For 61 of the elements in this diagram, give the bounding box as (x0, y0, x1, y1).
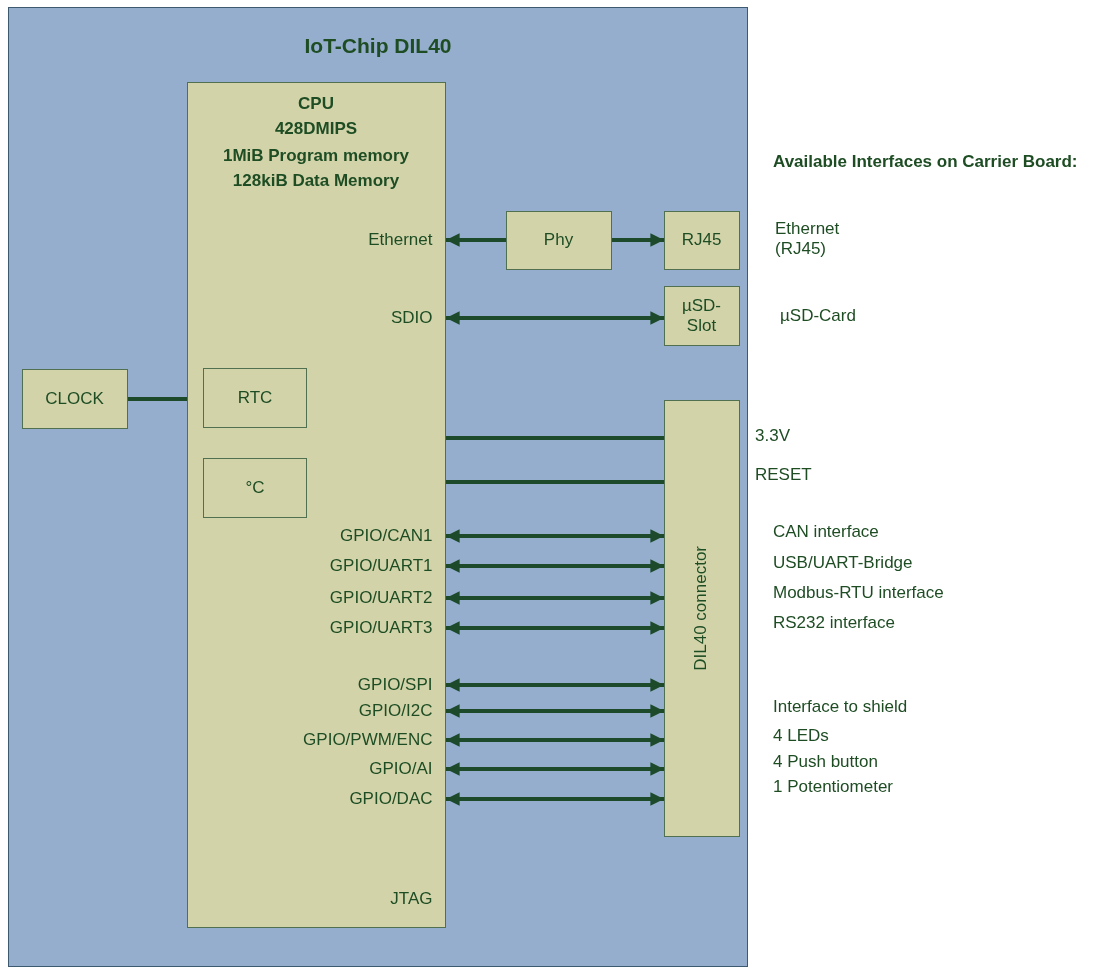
arrow (446, 559, 664, 573)
arrow (446, 733, 664, 747)
section-heading: Available Interfaces on Carrier Board: (773, 152, 1078, 172)
cpu-spec: 428DMIPS (273, 118, 359, 139)
block-label: RTC (237, 388, 273, 408)
arrow (446, 591, 664, 605)
arrow (446, 233, 506, 247)
rtc-block (203, 368, 307, 428)
pin-label: Ethernet (368, 229, 433, 250)
pin-label: GPIO/DAC (349, 788, 433, 809)
temperature-sensor-block (203, 458, 307, 518)
interface-label: Modbus-RTU interface (773, 583, 944, 603)
interface-label: Interface to shield (773, 697, 908, 717)
block-label: µSD-Slot (680, 295, 723, 336)
pin-label: GPIO/UART3 (329, 617, 433, 638)
pin-label: JTAG (390, 888, 433, 909)
interface-label: µSD-Card (780, 306, 856, 326)
card-slot-block (663, 285, 740, 346)
phy-block (505, 210, 612, 270)
interface-label: 3.3V (755, 426, 790, 446)
arrow (446, 762, 664, 776)
arrow (446, 529, 664, 543)
pin-label: GPIO/PWM/ENC (303, 729, 433, 750)
pin-label: SDIO (390, 307, 433, 328)
block-label: DIL40 connector (690, 545, 711, 671)
block-label: RJ45 (681, 230, 722, 250)
block-label: °C (245, 478, 265, 498)
connector-line (128, 397, 187, 401)
interface-label: CAN interface (773, 522, 879, 542)
cpu-spec: CPU (297, 93, 335, 114)
arrow (446, 311, 664, 325)
pin-label: GPIO/UART1 (329, 555, 433, 576)
arrow (446, 621, 664, 635)
block-label: Phy (543, 230, 574, 250)
chip-block (8, 7, 748, 967)
interface-label: 1 Potentiometer (773, 777, 893, 797)
interface-label: USB/UART-Bridge (773, 553, 913, 573)
block-label: CLOCK (45, 388, 104, 409)
arrow (446, 792, 664, 806)
connector-block (663, 399, 740, 837)
pin-label: GPIO/UART2 (329, 587, 433, 608)
pin-label: GPIO/AI (369, 758, 433, 779)
connector-line (446, 436, 664, 440)
arrow (446, 678, 664, 692)
pin-label: GPIO/SPI (357, 674, 433, 695)
interface-label: RS232 interface (773, 613, 895, 633)
interface-label: Ethernet (RJ45) (775, 219, 841, 259)
interface-label: RESET (755, 465, 812, 485)
clock-block (21, 368, 128, 429)
pin-label: GPIO/I2C (358, 700, 433, 721)
interface-label: 4 LEDs (773, 726, 829, 746)
block-title: IoT-Chip DIL40 (303, 34, 453, 58)
cpu-block (186, 81, 446, 928)
connector-block (663, 210, 740, 270)
arrow (446, 704, 664, 718)
cpu-spec: 128kiB Data Memory (231, 170, 401, 191)
arrow (612, 233, 664, 247)
connector-line (446, 480, 664, 484)
interface-label: 4 Push button (773, 752, 878, 772)
pin-label: GPIO/CAN1 (339, 525, 433, 546)
cpu-spec: 1MiB Program memory (221, 145, 411, 166)
